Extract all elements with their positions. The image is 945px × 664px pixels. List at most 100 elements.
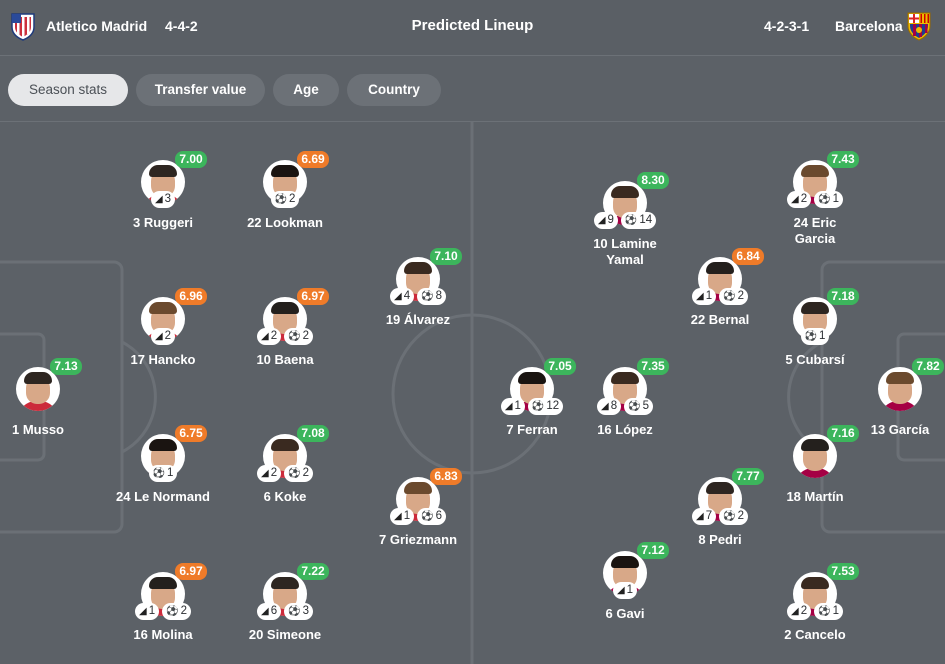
- player-name[interactable]: 20 Simeone: [248, 627, 322, 642]
- tab-transfer-value[interactable]: Transfer value: [136, 74, 265, 106]
- player-name[interactable]: 17 Hancko: [130, 352, 196, 367]
- player-rating-badge: 7.05: [544, 358, 576, 375]
- goals-badge: ⚽1: [814, 603, 843, 620]
- boot-icon: ◢: [139, 606, 147, 617]
- badge-count: 7: [705, 510, 713, 522]
- boot-icon: ◢: [394, 511, 402, 522]
- player-stat-badges: ◢ 2⚽2: [225, 328, 345, 345]
- player-name[interactable]: 2 Cancelo: [784, 627, 846, 642]
- player-stat-badges: ⚽1: [103, 465, 223, 482]
- away-team-name[interactable]: Barcelona: [835, 18, 903, 34]
- player-name[interactable]: 16 Molina: [133, 627, 193, 642]
- badge-count: 1: [148, 605, 156, 617]
- home-team-name[interactable]: Atletico Madrid: [46, 18, 148, 34]
- player-rating-badge: 7.00: [175, 151, 207, 168]
- player-avatar[interactable]: [793, 434, 837, 478]
- player-avatar[interactable]: [878, 367, 922, 411]
- tab-country[interactable]: Country: [347, 74, 441, 106]
- tab-season-stats[interactable]: Season stats: [8, 74, 128, 106]
- player-name[interactable]: 6 Koke: [263, 489, 307, 504]
- player-name[interactable]: 22 Bernal: [690, 312, 750, 327]
- badge-count: 2: [737, 510, 744, 522]
- player-stat-badges: ◢2⚽1: [755, 191, 875, 208]
- badge-count: 2: [800, 193, 808, 205]
- player-rating-badge: 7.13: [50, 358, 82, 375]
- ball-icon: ⚽: [288, 331, 301, 342]
- ball-icon: ⚽: [531, 401, 545, 412]
- assists-badge: ◢2: [787, 603, 812, 620]
- badge-count: 2: [302, 330, 309, 342]
- barcelona-crest-icon[interactable]: [906, 11, 932, 41]
- player-name[interactable]: 13 García: [870, 422, 930, 437]
- player-name[interactable]: 10 Baena: [256, 352, 314, 367]
- player-rating-badge: 7.08: [297, 425, 329, 442]
- goals-badge: ⚽8: [417, 288, 446, 305]
- away-player[interactable]: 7.53 ◢2⚽1 2 Cancelo: [755, 563, 875, 652]
- ball-icon: ⚽: [288, 606, 301, 617]
- player-avatar[interactable]: [141, 434, 185, 478]
- page-title: Predicted Lineup: [411, 17, 534, 34]
- player-name[interactable]: 19 Álvarez: [385, 312, 451, 327]
- player-name[interactable]: 7 Ferran: [506, 422, 558, 437]
- player-name[interactable]: 8 Pedri: [698, 532, 742, 547]
- player-rating-badge: 7.12: [637, 542, 669, 559]
- boot-icon: ◢: [791, 194, 799, 205]
- player-name[interactable]: 3 Ruggeri: [133, 215, 193, 230]
- atletico-crest-icon[interactable]: [10, 11, 36, 41]
- assists-badge: ◢7: [692, 508, 717, 525]
- player-avatar[interactable]: [16, 367, 60, 411]
- tab-age[interactable]: Age: [273, 74, 339, 106]
- badge-count: 3: [302, 605, 309, 617]
- assists-badge: ◢2: [150, 328, 176, 345]
- ball-icon: ⚽: [152, 468, 166, 479]
- ball-icon: ⚽: [421, 511, 434, 522]
- player-rating-badge: 7.53: [827, 563, 859, 580]
- player-name[interactable]: 7 Griezmann: [378, 532, 458, 547]
- goals-badge: ⚽14: [620, 212, 657, 229]
- stats-tabs: Season stats Transfer value Age Country: [0, 56, 945, 122]
- boot-icon: ◢: [791, 606, 799, 617]
- boot-icon: ◢: [601, 401, 609, 412]
- badge-count: 2: [180, 605, 187, 617]
- player-name[interactable]: 5 Cubarsí: [785, 352, 845, 367]
- player-stat-badges: ◢6⚽3: [225, 603, 345, 620]
- player-name[interactable]: 1 Musso: [11, 422, 64, 437]
- player-name[interactable]: 18 Martín: [786, 489, 844, 504]
- ball-icon: ⚽: [723, 511, 736, 522]
- player-name[interactable]: 6 Gavi: [605, 606, 645, 621]
- badge-count: 2: [164, 330, 172, 342]
- player-name[interactable]: 22 Lookman: [247, 215, 323, 230]
- home-player[interactable]: 7.13 1 Musso: [0, 358, 98, 447]
- boot-icon: ◢: [261, 331, 269, 342]
- player-name[interactable]: 16 López: [597, 422, 653, 437]
- badge-count: 1: [832, 605, 839, 617]
- lineup-header: Atletico Madrid 4-4-2 Predicted Lineup 4…: [0, 0, 945, 56]
- assists-badge: ◢8: [597, 398, 622, 415]
- player-stat-badges: ◢1⚽2: [660, 288, 780, 305]
- player-name[interactable]: 24 Le Normand: [116, 489, 210, 504]
- goals-badge: ⚽2: [284, 328, 313, 345]
- player-stat-badges: ◢1⚽2: [103, 603, 223, 620]
